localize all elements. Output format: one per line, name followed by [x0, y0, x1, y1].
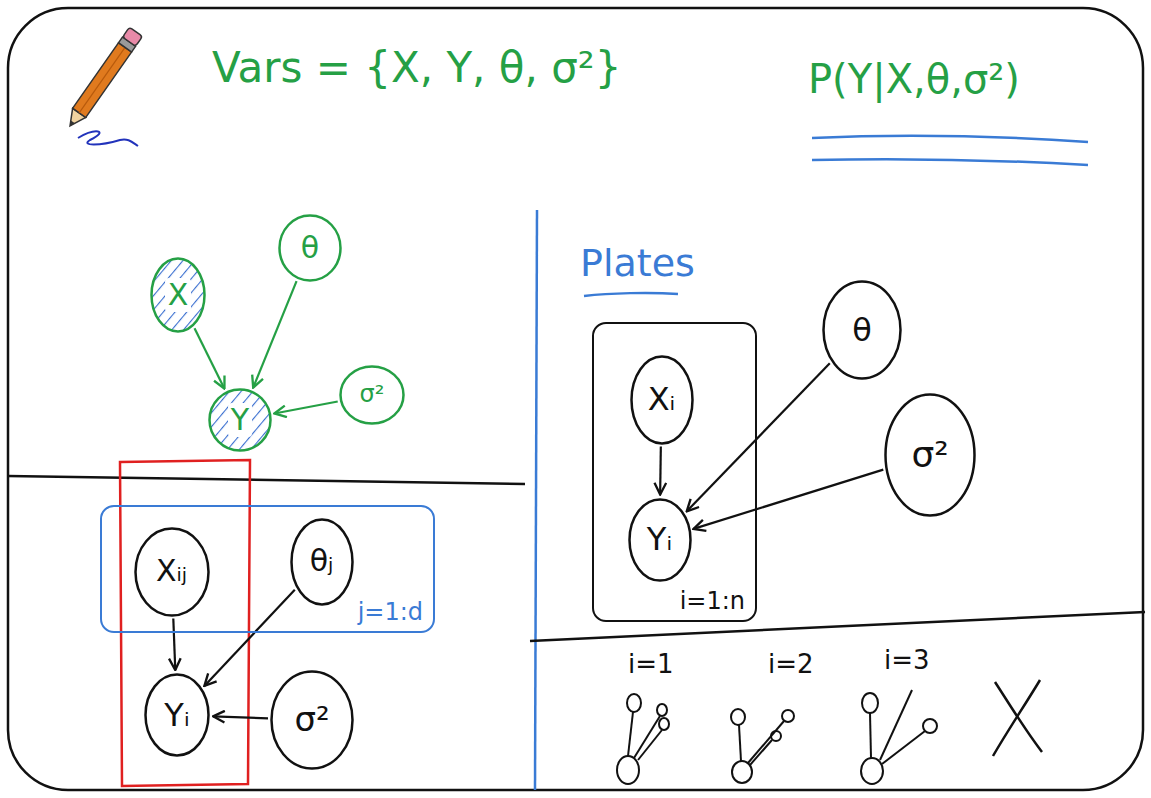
node-label: Xᵢ — [648, 381, 676, 418]
node-label: i=1:n — [680, 588, 745, 616]
dependency-arrow — [693, 470, 883, 529]
node-ellipse — [629, 499, 690, 580]
variable-node: θⱼ — [290, 518, 354, 606]
node-label: θⱼ — [310, 544, 334, 579]
unrolled-doodle — [617, 694, 669, 784]
variables-heading: Vars = {X, Y, θ, σ²} — [212, 44, 621, 92]
dependency-arrow — [274, 401, 337, 413]
node-label: Xᵢⱼ — [156, 554, 187, 589]
variable-node: Xᵢⱼ — [134, 527, 210, 617]
section-heading: Plates — [580, 242, 695, 286]
underline — [812, 136, 1088, 142]
node-label: θ — [301, 231, 319, 266]
variable-node: Xᵢ — [630, 355, 694, 445]
unrolled-doodle — [731, 709, 794, 783]
divider-line — [535, 210, 537, 790]
node-ellipse — [210, 390, 271, 451]
underline — [584, 293, 678, 296]
node-ellipse — [631, 356, 692, 443]
node-ellipse — [152, 259, 205, 332]
dependency-arrow — [204, 590, 294, 686]
dependency-arrow — [659, 446, 662, 494]
node-ellipse — [341, 367, 404, 424]
node-label: Y — [228, 403, 252, 438]
node-label: θ — [852, 312, 872, 349]
plate: i=1:n XᵢYᵢ — [592, 322, 757, 622]
pencil-squiggle — [78, 131, 138, 146]
node-ellipse — [291, 519, 352, 604]
node-label: Yᵢ — [647, 521, 672, 558]
variable-node: X — [150, 257, 206, 333]
dependency-arrow — [173, 618, 175, 670]
node-ellipse — [886, 395, 975, 516]
dependency-arrow — [687, 363, 830, 511]
index-label: i=2 — [768, 650, 814, 680]
dependency-arrow — [213, 716, 268, 718]
variable-node: σ² — [884, 393, 976, 517]
underline — [812, 159, 1088, 165]
variable-node: θ — [822, 280, 902, 380]
node-ellipse — [272, 672, 353, 769]
variable-node: Y — [208, 388, 272, 452]
index-label: i=3 — [884, 646, 930, 676]
variable-node: Yᵢ — [144, 673, 210, 757]
node-label: Yᵢ — [164, 697, 189, 734]
board-frame — [8, 8, 1143, 790]
cross-mark — [993, 680, 1042, 756]
node-label: j=1:d — [358, 599, 423, 627]
node-label: σ² — [294, 700, 329, 739]
formula: P(Y|X,θ,σ²) — [808, 56, 1020, 102]
node-label: σ² — [360, 381, 385, 409]
node-label: σ² — [911, 434, 948, 475]
variable-node: θ — [278, 214, 342, 282]
variable-node: Yᵢ — [628, 498, 692, 582]
unrolled-doodle — [861, 690, 937, 784]
node-ellipse — [135, 528, 208, 615]
dependency-arrow — [253, 281, 296, 388]
variable-node: σ² — [270, 670, 354, 770]
dependency-arrow — [195, 328, 225, 388]
variable-node: σ² — [339, 365, 405, 425]
plate: j=1:d Xᵢⱼ θⱼ — [100, 505, 435, 633]
divider-line — [530, 612, 1145, 641]
node-ellipse — [824, 282, 901, 379]
divider-line — [8, 476, 525, 484]
index-label: i=1 — [628, 650, 674, 680]
pencil-icon — [63, 27, 142, 130]
node-ellipse — [146, 675, 209, 756]
node-ellipse — [280, 216, 341, 281]
node-label: X — [165, 278, 192, 313]
red-plate — [120, 460, 250, 786]
